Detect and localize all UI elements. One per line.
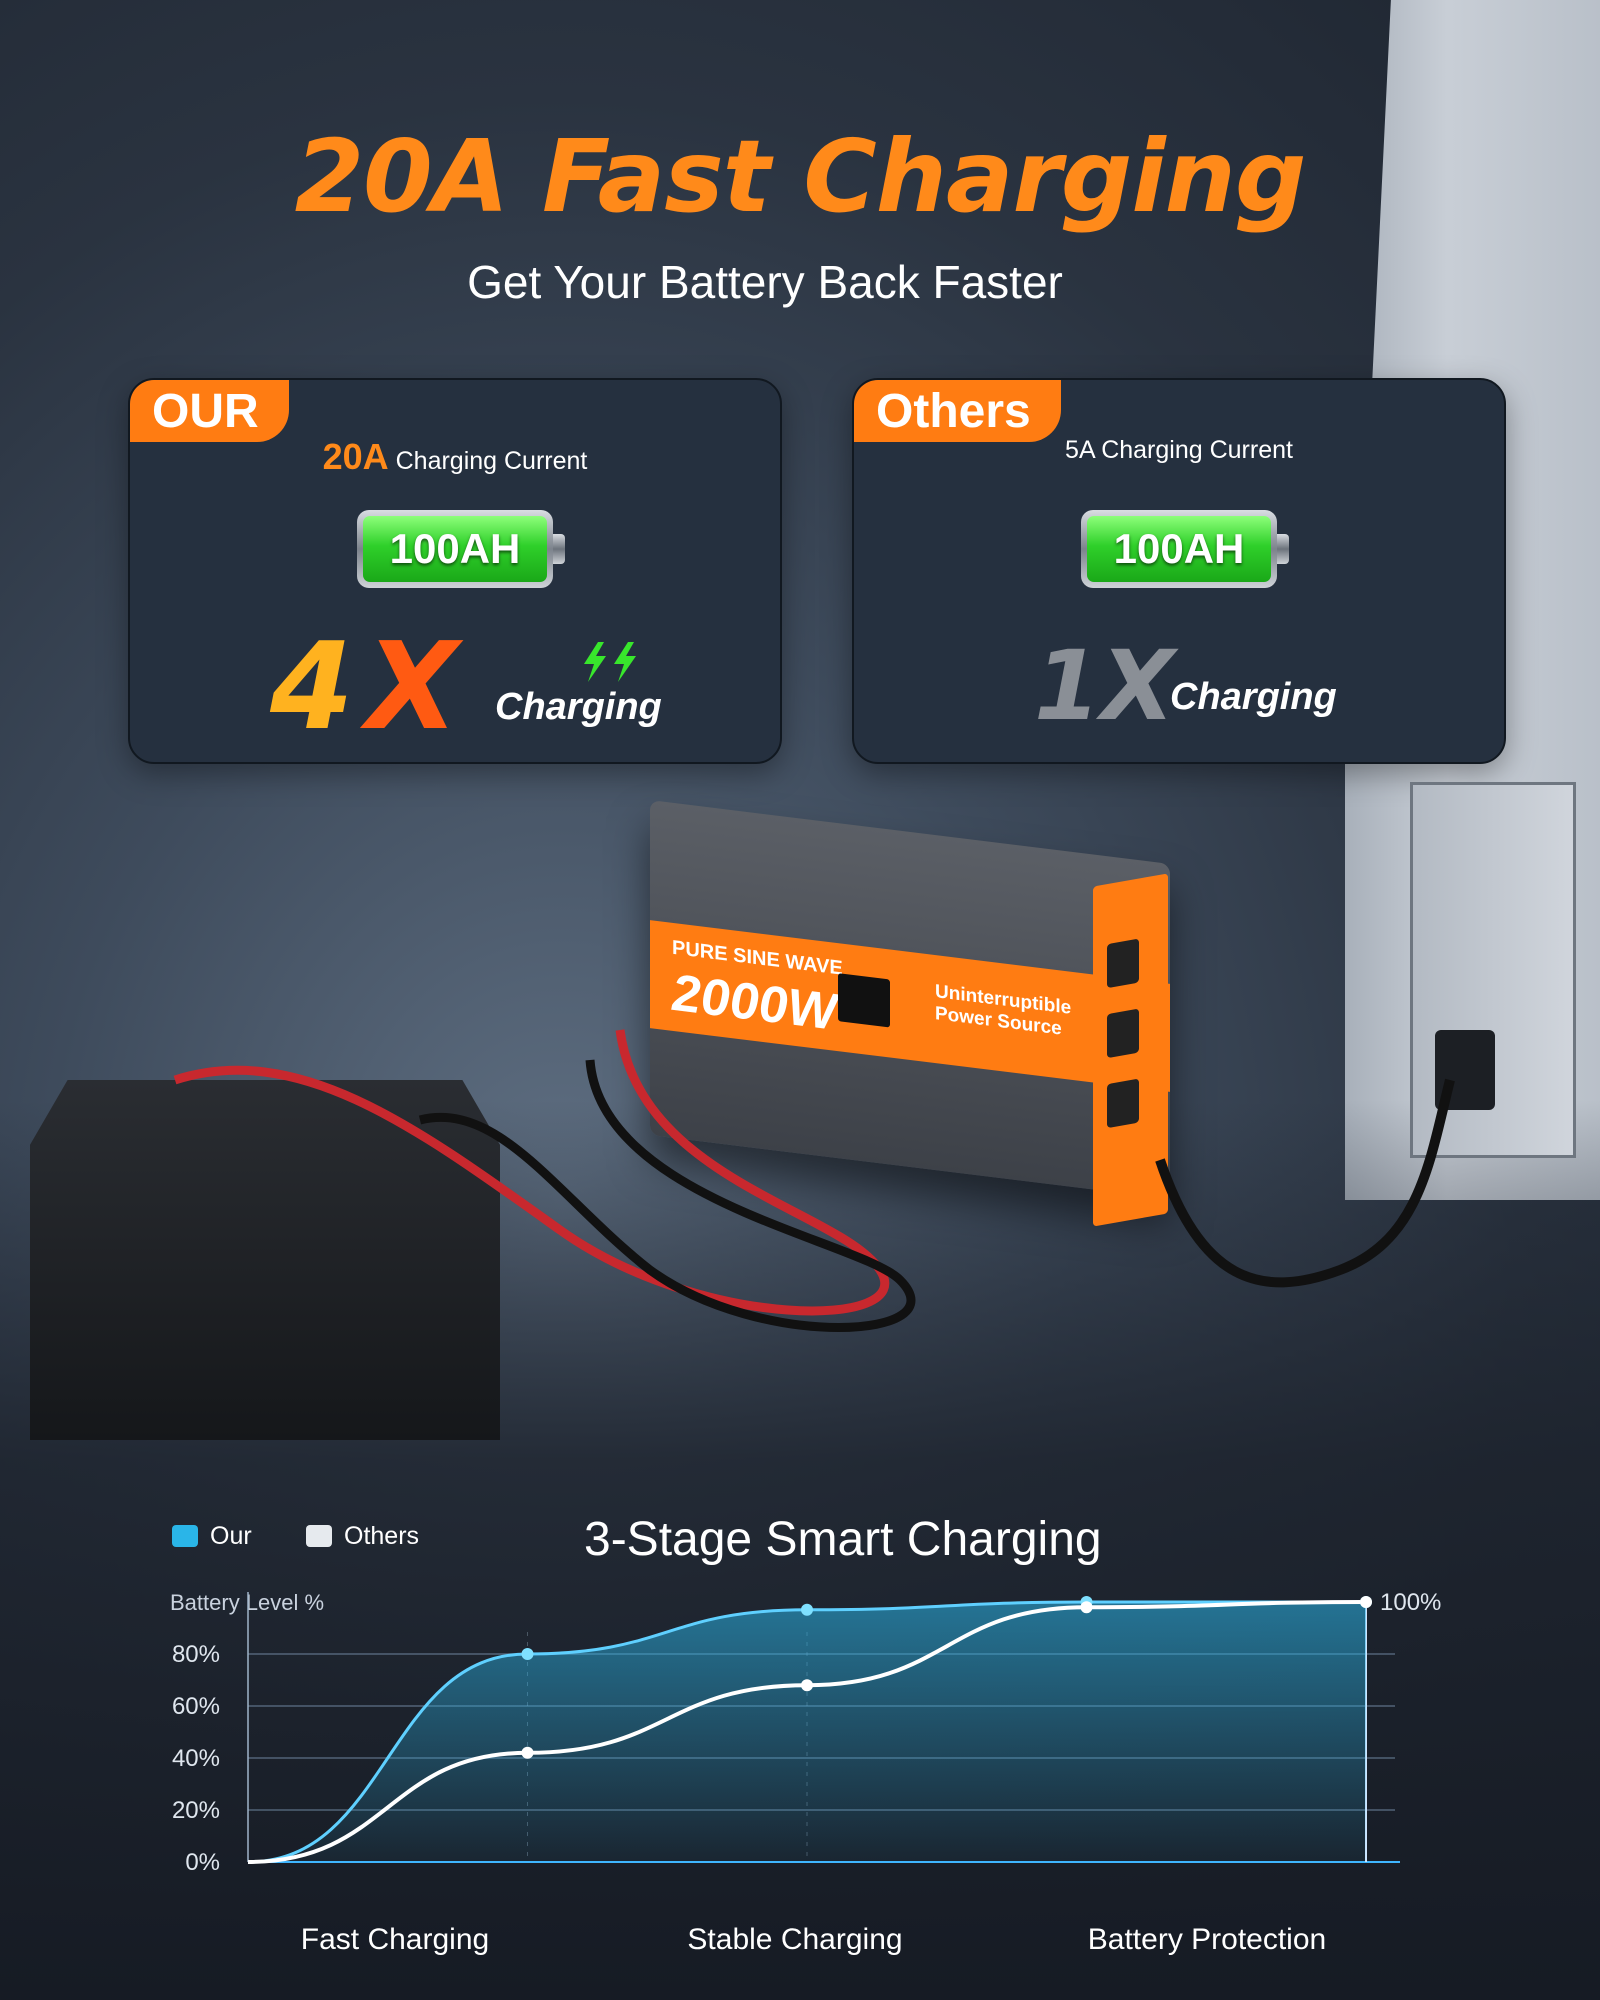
y-axis-title: Battery Level %	[170, 1590, 325, 1615]
battery-icon: 100AH	[1081, 510, 1289, 588]
inverter-image: PURE SINE WAVE 2000W Uninterruptible Pow…	[650, 800, 1170, 1199]
x-stage-label: Fast Charging	[300, 1923, 490, 1956]
inverter-label-band: PURE SINE WAVE 2000W Uninterruptible Pow…	[650, 920, 1170, 1092]
power-plug-icon	[1435, 1030, 1495, 1110]
x-stage-label: Battery Protection	[1087, 1923, 1327, 1956]
our-multiplier-digit: 4	[270, 618, 354, 757]
lightning-bolt-icon	[584, 642, 636, 682]
others-battery-label: 100AH	[1087, 516, 1271, 582]
others-current-label: 5A Charging Current	[1065, 436, 1293, 464]
inverter-display	[838, 973, 890, 1028]
wall-outlet-image	[1410, 782, 1576, 1158]
our-amp-value: 20A	[322, 436, 389, 477]
ac-outlet-icon	[1107, 1008, 1139, 1059]
battery-icon: 100AH	[357, 510, 565, 588]
subheadline: Get Your Battery Back Faster	[467, 256, 1063, 308]
legend-our-swatch	[172, 1525, 198, 1547]
our-current-label: Charging Current	[395, 447, 588, 475]
others-tag: Others	[854, 380, 1061, 442]
our-multiplier-x: X	[366, 618, 459, 757]
legend-others-label: Others	[344, 1522, 420, 1550]
inverter-ups-label: Uninterruptible Power Source	[935, 981, 1072, 1040]
ac-outlet-icon	[1107, 938, 1139, 989]
headline: 20A Fast Charging	[294, 118, 1307, 235]
car-battery-image	[30, 1080, 500, 1440]
our-charging-current: 20A Charging Current	[130, 436, 780, 478]
x-stage-label: Stable Charging	[687, 1923, 903, 1956]
our-comparison-card: OUR 20A Charging Current 100AH 4 X Charg…	[128, 378, 782, 764]
inverter-side-panel	[1093, 873, 1168, 1227]
chart-title: 3-Stage Smart Charging	[584, 1513, 1102, 1566]
others-multiplier: 1X	[1034, 630, 1175, 742]
legend-others-swatch	[306, 1525, 332, 1547]
our-battery-label: 100AH	[363, 516, 547, 582]
battery-cap	[553, 534, 565, 564]
ac-outlet-icon	[1107, 1078, 1139, 1129]
our-tag: OUR	[130, 380, 289, 442]
our-charging-label: Charging	[495, 686, 662, 728]
legend-our-label: Our	[210, 1522, 252, 1550]
battery-cap	[1277, 534, 1289, 564]
others-charging-label: Charging	[1170, 676, 1337, 718]
others-comparison-card: Others 5A Charging Current 100AH 1X Char…	[852, 378, 1506, 764]
